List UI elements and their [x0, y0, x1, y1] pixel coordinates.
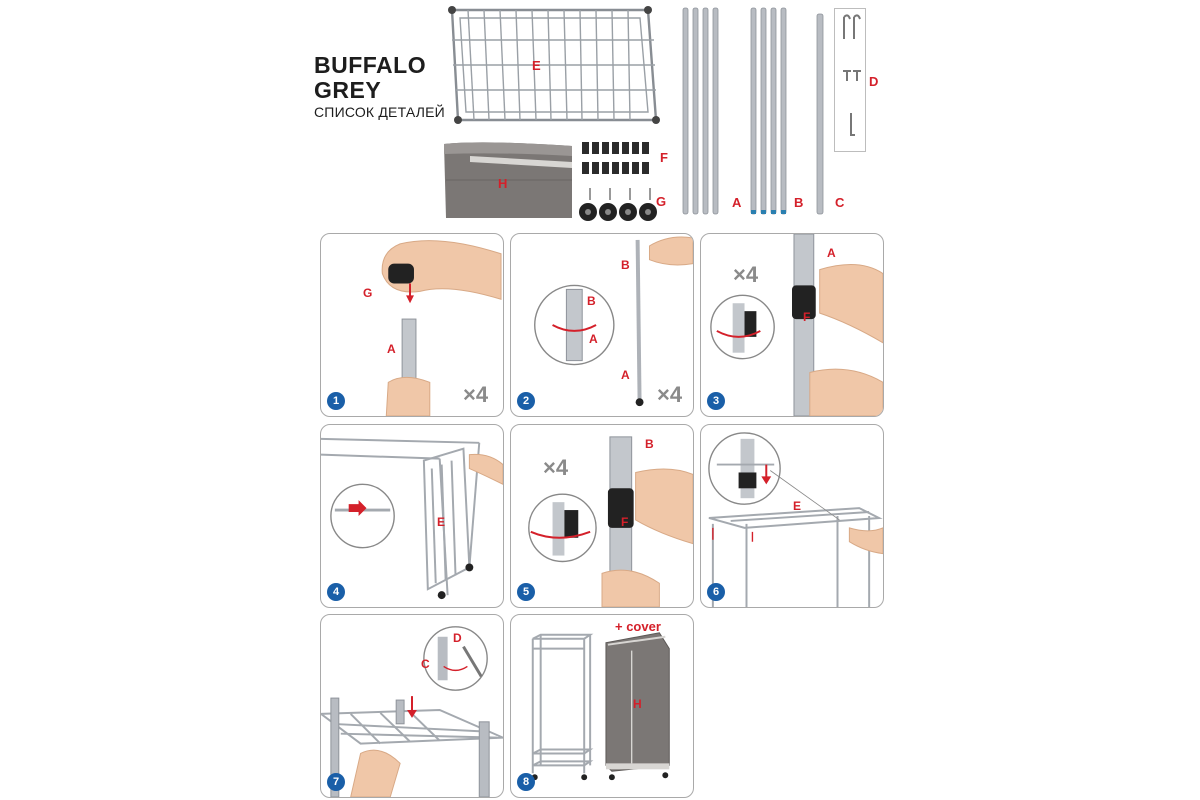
step-4-label-e: E	[437, 515, 446, 529]
step-4-illustration	[321, 437, 503, 600]
step-2-number: 2	[517, 392, 535, 410]
step-4-number: 4	[327, 583, 345, 601]
part-e-wire-shelf	[438, 0, 660, 128]
step-1-panel: G A ×4 1	[320, 233, 504, 417]
step-3-panel: ×4 A F 3	[700, 233, 884, 417]
label-part-g: G	[656, 194, 667, 209]
step-6-panel: E 6	[700, 424, 884, 608]
step-2-label-b-inset: B	[587, 294, 596, 308]
step-5-panel: ×4 B F 5	[510, 424, 694, 608]
parts-list-subtitle: СПИСОК ДЕТАЛЕЙ	[314, 104, 445, 120]
part-g-casters	[576, 186, 660, 224]
step-3-label-a: A	[827, 246, 836, 260]
label-part-b: B	[794, 195, 804, 210]
clips-illustration	[582, 142, 649, 174]
step-5-illustration	[528, 436, 693, 607]
step-8-label-h: H	[633, 697, 642, 711]
step-7-label-c: C	[421, 657, 430, 671]
fabric-cover-illustration	[444, 142, 572, 218]
step-2-illustration	[534, 236, 693, 407]
step-5-label-b: B	[645, 437, 654, 451]
product-title-line1: BUFFALO	[314, 52, 427, 78]
step-2-panel: B B A A ×4 2	[510, 233, 694, 417]
step-6-illustration	[708, 432, 883, 607]
part-f-clips	[580, 140, 652, 180]
step-8-panel: + cover H 8	[510, 614, 694, 798]
step-1-label-g: G	[363, 286, 373, 300]
step-3-number: 3	[707, 392, 725, 410]
step-5-number: 5	[517, 583, 535, 601]
part-c-rail	[814, 12, 826, 218]
step-1-illustration	[381, 240, 502, 416]
step-2-label-b-top: B	[621, 258, 630, 272]
part-h-fabric-cover	[442, 140, 574, 220]
casters-illustration	[579, 188, 657, 221]
step-8-number: 8	[517, 773, 535, 791]
step-2-label-a-inset: A	[589, 332, 598, 346]
rail-c-illustration	[816, 13, 824, 215]
step-7-number: 7	[327, 773, 345, 791]
step-1-label-a: A	[387, 342, 396, 356]
hardware-illustration	[843, 14, 861, 136]
label-part-e: E	[532, 58, 541, 73]
step-7-illustration	[321, 626, 503, 797]
part-a-poles	[680, 6, 720, 218]
label-part-c: C	[835, 195, 845, 210]
label-part-h: H	[498, 176, 508, 191]
step-4-panel: E 4	[320, 424, 504, 608]
step-2-label-a: A	[621, 368, 630, 382]
step-6-label-e: E	[793, 499, 802, 513]
step-6-number: 6	[707, 583, 725, 601]
wire-shelf-illustration	[448, 6, 660, 124]
part-d-hardware-box	[834, 8, 866, 152]
step-7-panel: C D 7	[320, 614, 504, 798]
poles-b-illustration	[750, 7, 787, 215]
step-8-cover-label: + cover	[615, 619, 661, 634]
step-1-number: 1	[327, 392, 345, 410]
step-5-label-f: F	[621, 515, 629, 529]
label-part-a: A	[732, 195, 742, 210]
step-3-label-f: F	[803, 310, 811, 324]
part-b-poles	[748, 6, 788, 218]
step-5-multiplier: ×4	[543, 455, 569, 480]
step-7-label-d: D	[453, 631, 462, 645]
label-part-d: D	[869, 74, 879, 89]
step-8-illustration	[531, 632, 670, 781]
step-3-illustration	[710, 234, 883, 416]
poles-a-illustration	[682, 7, 719, 215]
label-part-f: F	[660, 150, 668, 165]
product-title-line2: GREY	[314, 77, 382, 103]
step-2-multiplier: ×4	[657, 382, 683, 407]
step-1-multiplier: ×4	[463, 382, 489, 407]
step-3-multiplier: ×4	[733, 262, 759, 287]
